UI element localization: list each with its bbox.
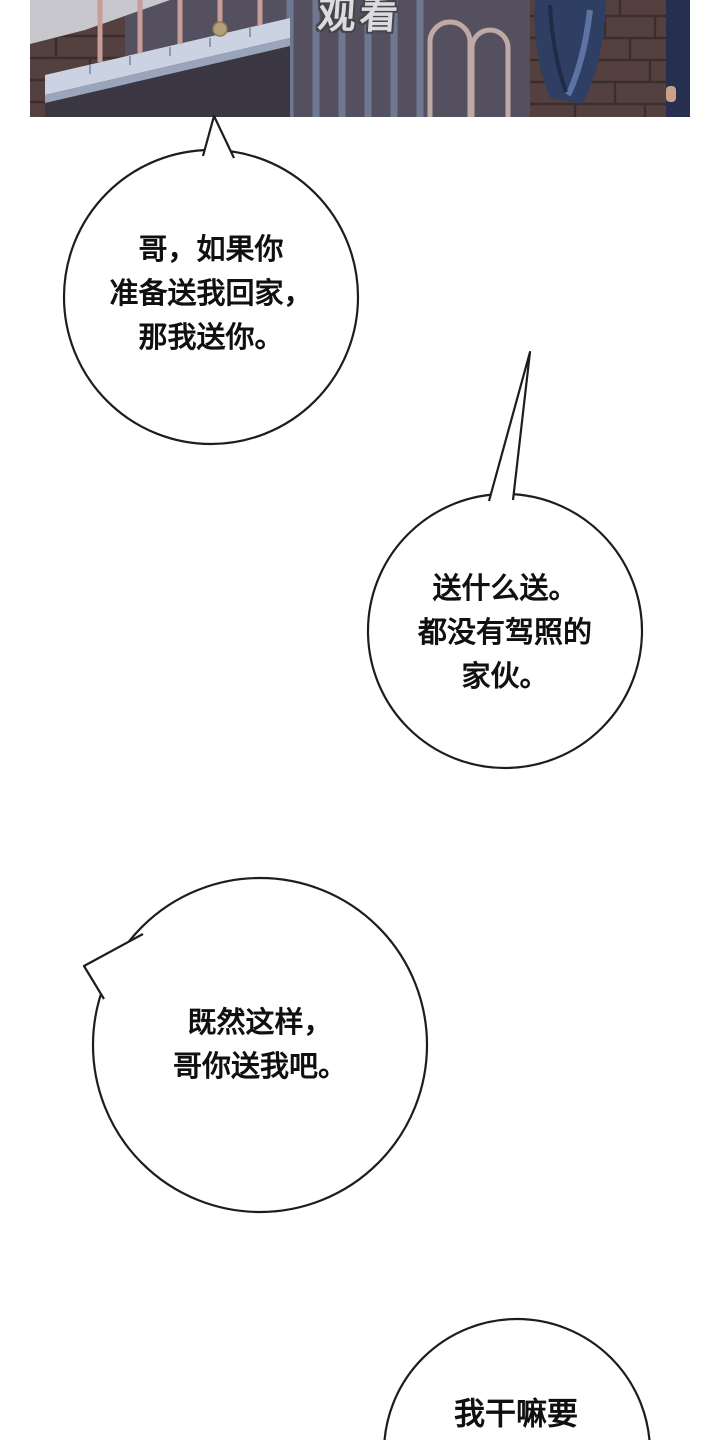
scene-panel: 观看: [30, 0, 690, 117]
speech-bubble-2-text: 送什么送。 都没有驾照的 家伙。: [418, 567, 592, 699]
speech-bubble-4-text: 我干嘛要: [454, 1390, 578, 1437]
speech-bubble-1-text: 哥，如果你 准备送我回家， 那我送你。: [109, 228, 312, 360]
hoop-railings: [427, 19, 511, 117]
speech-line: 既然这样，: [187, 1006, 333, 1039]
speech-line: 都没有驾照的: [417, 616, 593, 649]
figure-blue: [534, 0, 606, 104]
railing-posts: [97, 0, 263, 62]
speech-bubble-3: [91, 876, 429, 1214]
speech-bubble-2-tail: [487, 350, 532, 502]
staircase: [45, 18, 290, 117]
speech-bubble-1-tail: [201, 114, 235, 159]
speech-bubble-3-tail: [82, 933, 144, 1000]
speech-line: 那我送你。: [138, 322, 284, 355]
speech-line: 我干嘛要: [454, 1396, 578, 1432]
speech-line: 哥你送我吧。: [172, 1051, 348, 1083]
speech-line: 哥，如果你: [138, 233, 284, 266]
speech-line: 家伙。: [461, 661, 549, 694]
railing-knob: [212, 21, 228, 37]
speech-bubble-3-text: 既然这样， 哥你送我吧。: [173, 1001, 347, 1089]
figure-far-right: [666, 0, 690, 117]
panel-art: [30, 0, 690, 117]
speech-line: 送什么送。: [432, 572, 578, 605]
speech-line: 准备送我回家，: [109, 277, 313, 310]
speech-bubble-4: [383, 1317, 651, 1440]
